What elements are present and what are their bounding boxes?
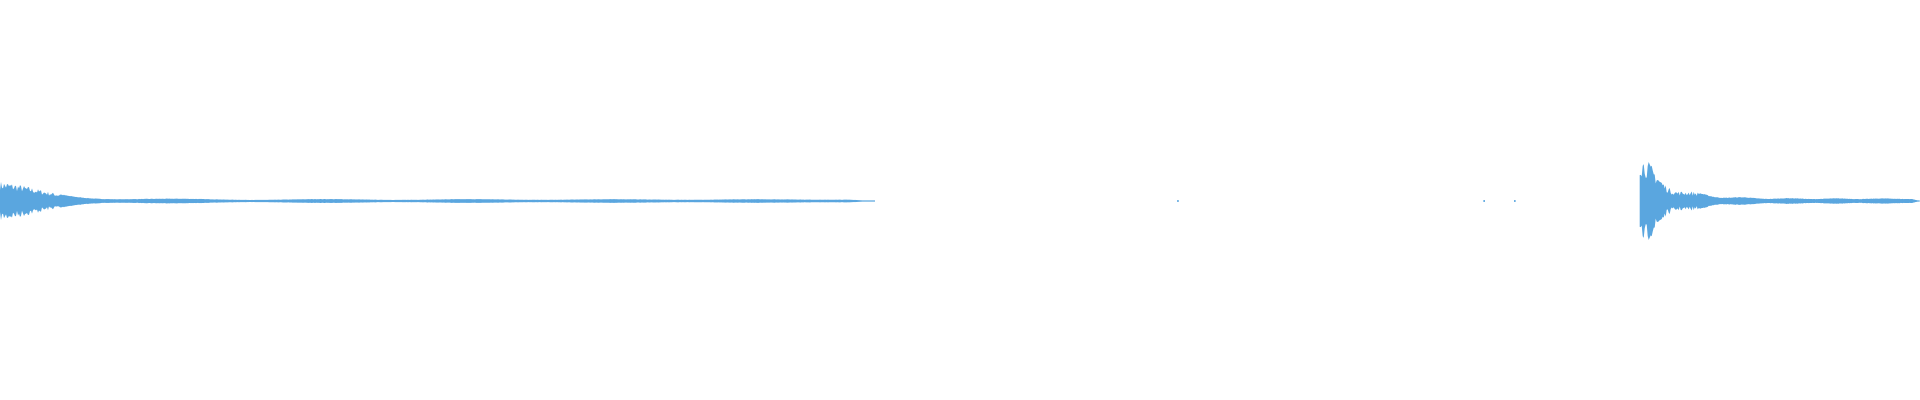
waveform-track [0, 161, 1920, 241]
waveform-onset-2 [1639, 161, 1920, 241]
waveform-blip-1 [1177, 200, 1179, 202]
waveform-blip-2 [1483, 200, 1485, 202]
waveform-blip-3 [1514, 200, 1516, 202]
waveform-onset-1 [0, 181, 875, 221]
